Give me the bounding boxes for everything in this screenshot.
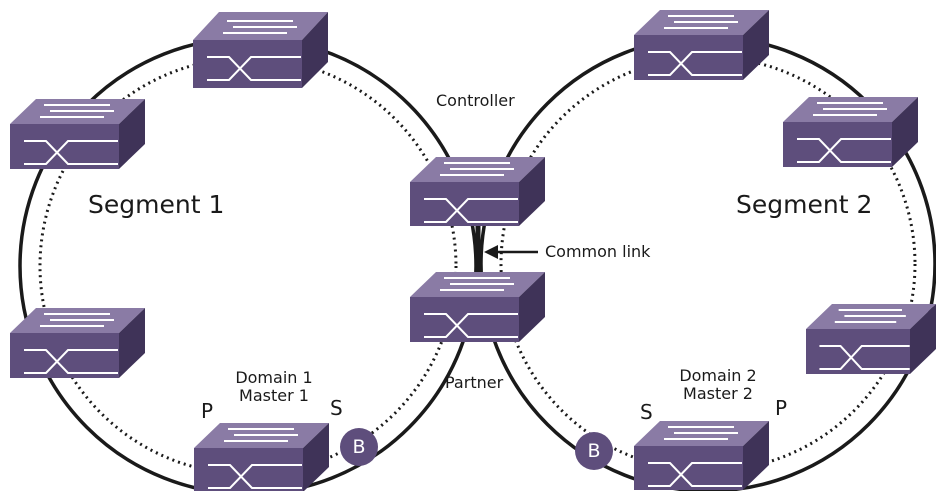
primary-port-label-1: P <box>201 399 214 423</box>
network-switch-icon <box>634 421 769 490</box>
network-switch-icon <box>10 308 145 378</box>
network-switch-icon <box>194 423 329 491</box>
common-link-label: Common link <box>545 242 651 261</box>
domain-2-master-label: Domain 2 Master 2 <box>672 366 764 404</box>
common-link-arrow <box>484 245 538 259</box>
network-switch-icon <box>10 99 145 169</box>
network-switch-icon <box>193 12 328 88</box>
blocked-port-badge: B <box>340 428 378 466</box>
segment-2-label: Segment 2 <box>736 190 873 219</box>
domain-2-text: Domain 2 <box>679 366 757 385</box>
secondary-port-label-2: S <box>640 400 653 424</box>
network-switch-icon <box>634 10 769 80</box>
network-switch-icon <box>806 304 936 374</box>
domain-1-master-label: Domain 1 Master 1 <box>228 368 320 406</box>
domain-1-text: Domain 1 <box>235 368 313 387</box>
network-switch-icon <box>410 272 545 342</box>
network-switch-icon <box>410 157 545 226</box>
blocked-port-badge: B <box>575 432 613 470</box>
partner-label: Partner <box>445 373 504 392</box>
network-switch-icon <box>783 97 918 167</box>
secondary-port-label-1: S <box>330 396 343 420</box>
primary-port-label-2: P <box>775 396 788 420</box>
controller-label: Controller <box>436 91 515 110</box>
master-1-text: Master 1 <box>239 386 309 406</box>
master-2-text: Master 2 <box>683 384 753 404</box>
segment-1-label: Segment 1 <box>88 190 225 219</box>
